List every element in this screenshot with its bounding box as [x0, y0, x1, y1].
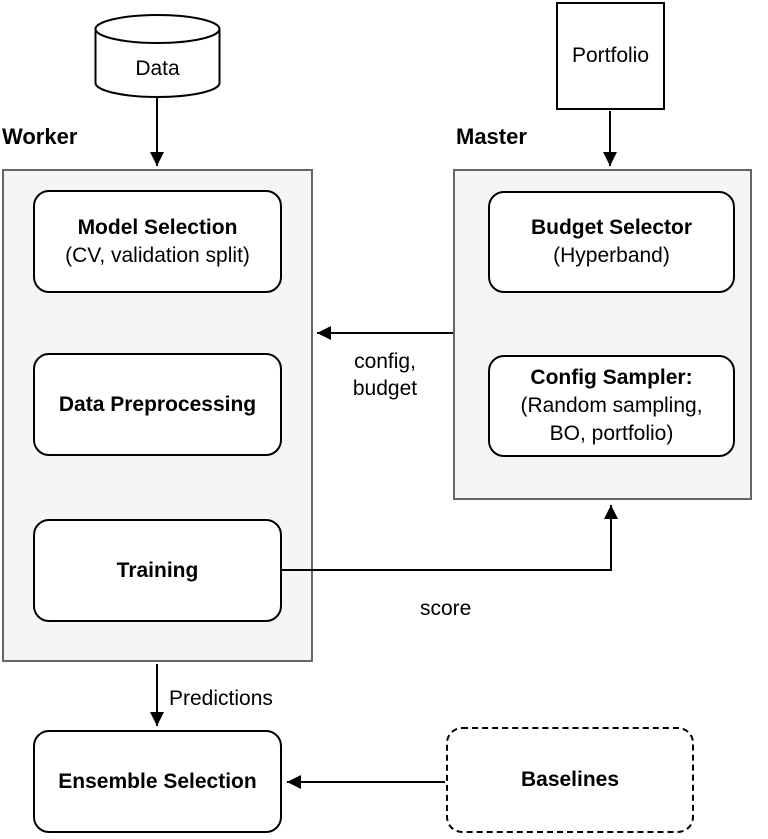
- model-selection-node: Model Selection (CV, validation split): [33, 190, 282, 293]
- data-preprocessing-title: Data Preprocessing: [58, 392, 257, 416]
- data-node-label: Data: [135, 57, 180, 80]
- portfolio-node-label: Portfolio: [571, 44, 650, 67]
- config-sampler-node: Config Sampler: (Random sampling, BO, po…: [488, 355, 735, 457]
- budget-selector-node: Budget Selector (Hyperband): [488, 191, 735, 293]
- arrow-training-to-master: [282, 505, 618, 571]
- database-cylinder-icon: [94, 14, 221, 98]
- master-group-label: Master: [456, 124, 527, 149]
- ensemble-selection-node: Ensemble Selection: [33, 730, 282, 833]
- portfolio-node: Portfolio: [556, 2, 665, 110]
- config-sampler-line2: (Random sampling,: [520, 394, 703, 417]
- worker-group-label: Worker: [2, 124, 78, 149]
- training-node: Training: [33, 519, 282, 622]
- model-selection-title: Model Selection: [77, 215, 238, 239]
- ensemble-selection-title: Ensemble Selection: [58, 769, 257, 793]
- config-budget-line1: config,: [354, 350, 416, 373]
- model-selection-subtitle: (CV, validation split): [65, 243, 250, 267]
- predictions-edge-label: Predictions: [169, 687, 273, 710]
- training-title: Training: [116, 558, 199, 582]
- data-preprocessing-node: Data Preprocessing: [33, 353, 282, 456]
- baselines-node: Baselines: [446, 727, 694, 833]
- config-sampler-line3: BO, portfolio): [549, 422, 674, 445]
- config-sampler-title: Config Sampler:: [530, 366, 693, 389]
- budget-selector-subtitle: (Hyperband): [553, 244, 670, 267]
- config-budget-line2: budget: [352, 377, 418, 400]
- config-budget-edge-label: config, budget: [335, 348, 435, 402]
- baselines-title: Baselines: [520, 768, 620, 791]
- score-edge-label: score: [420, 597, 472, 620]
- budget-selector-title: Budget Selector: [530, 216, 693, 239]
